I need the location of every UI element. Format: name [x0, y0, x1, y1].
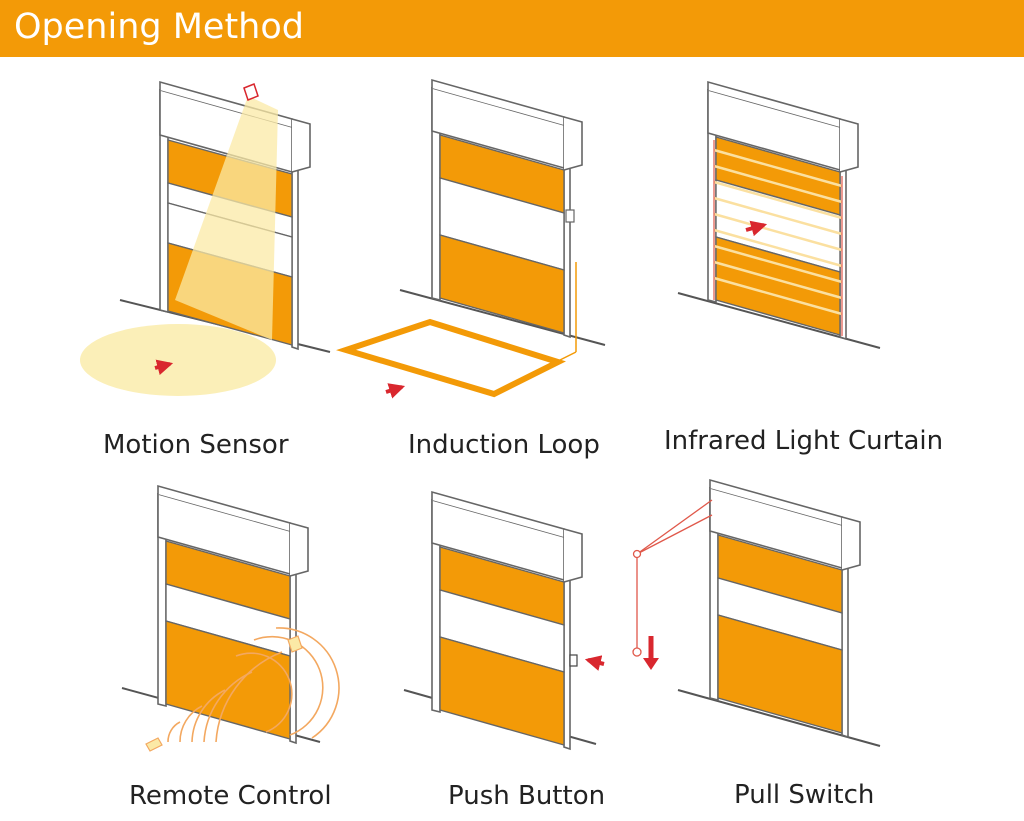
page-title: Opening Method	[14, 7, 304, 47]
door-frame	[431, 490, 583, 751]
door-frame	[157, 484, 309, 745]
induction-loop-diagram	[336, 78, 606, 399]
caption-induction-loop: Induction Loop	[408, 430, 600, 460]
header-bar: Opening Method	[0, 0, 1024, 57]
pull-switch-icon	[632, 647, 642, 657]
caption-remote-control: Remote Control	[129, 781, 332, 811]
push-button-diagram	[403, 490, 605, 751]
motion-sensor-icon	[243, 83, 259, 101]
door-frame	[709, 478, 861, 739]
receiver-icon	[287, 635, 303, 653]
remote-control-icon	[145, 737, 163, 752]
caption-motion-sensor: Motion Sensor	[103, 430, 289, 460]
remote-control-diagram	[121, 484, 340, 752]
pull-down-arrow-icon	[643, 658, 659, 670]
push-button-icon	[569, 654, 578, 667]
motion-sensor-diagram	[80, 80, 331, 396]
caption-push-button: Push Button	[448, 781, 606, 811]
pull-switch-diagram	[632, 478, 881, 747]
door-frame	[431, 78, 583, 339]
caption-pull-switch: Pull Switch	[734, 780, 875, 810]
caption-infrared-light-curtain: Infrared Light Curtain	[664, 426, 944, 456]
door-frame	[707, 80, 859, 341]
infrared-light-curtain-diagram	[677, 80, 881, 349]
